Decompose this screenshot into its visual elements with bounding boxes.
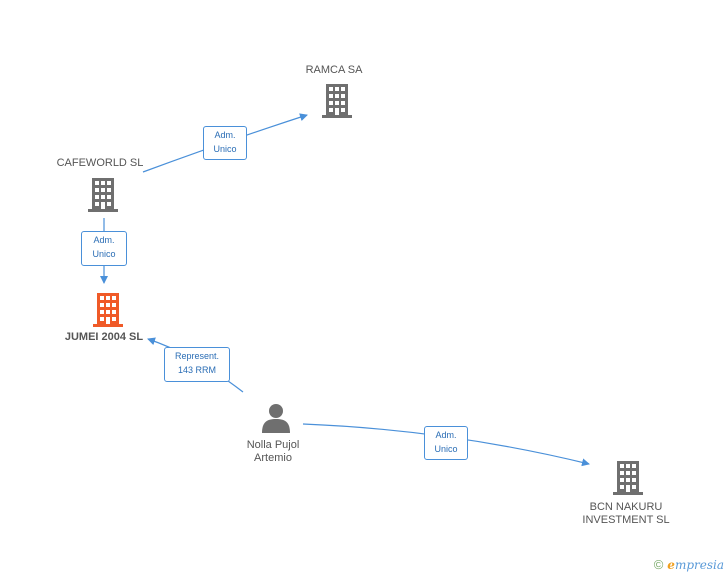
copyright-icon: © — [653, 557, 664, 572]
node-label-bcn-line2: INVESTMENT SL — [582, 514, 670, 526]
relation-line2: 143 RRM — [177, 365, 216, 375]
node-label-nolla[interactable]: Nolla Pujol Artemio — [223, 439, 323, 465]
relation-line1: Adm. — [214, 130, 236, 140]
relation-line2: Unico — [213, 144, 237, 154]
brand-logo: ©empresia — [654, 557, 724, 572]
building-icon[interactable] — [613, 461, 643, 495]
building-icon[interactable] — [88, 178, 118, 212]
brand-letter-e: e — [667, 558, 675, 572]
node-label-nolla-line2: Artemio — [254, 452, 292, 464]
relation-label-cafeworld-jumei[interactable]: Adm. Unico — [81, 231, 127, 266]
person-icon[interactable] — [262, 404, 290, 433]
brand-name: mpresia — [674, 558, 724, 572]
node-label-bcn-line1: BCN NAKURU — [589, 501, 663, 513]
relation-line1: Represent. — [174, 351, 220, 361]
node-label-nolla-line1: Nolla Pujol — [246, 439, 300, 451]
building-icon[interactable] — [322, 84, 352, 118]
relation-line2: Unico — [92, 249, 116, 259]
building-icon-main[interactable] — [93, 293, 123, 327]
node-label-jumei[interactable]: JUMEI 2004 SL — [64, 331, 144, 343]
relation-label-nolla-bcn[interactable]: Adm. Unico — [424, 426, 468, 460]
relation-line2: Unico — [434, 444, 458, 454]
relation-line1: Adm. — [93, 235, 115, 245]
relation-label-cafeworld-ramca[interactable]: Adm. Unico — [203, 126, 247, 160]
relation-line1: Adm. — [435, 430, 457, 440]
node-label-cafeworld[interactable]: CAFEWORLD SL — [56, 157, 144, 169]
node-label-bcn[interactable]: BCN NAKURU INVESTMENT SL — [576, 501, 676, 527]
relation-label-nolla-jumei[interactable]: Represent. 143 RRM — [164, 347, 230, 382]
node-label-ramca[interactable]: RAMCA SA — [305, 64, 363, 76]
